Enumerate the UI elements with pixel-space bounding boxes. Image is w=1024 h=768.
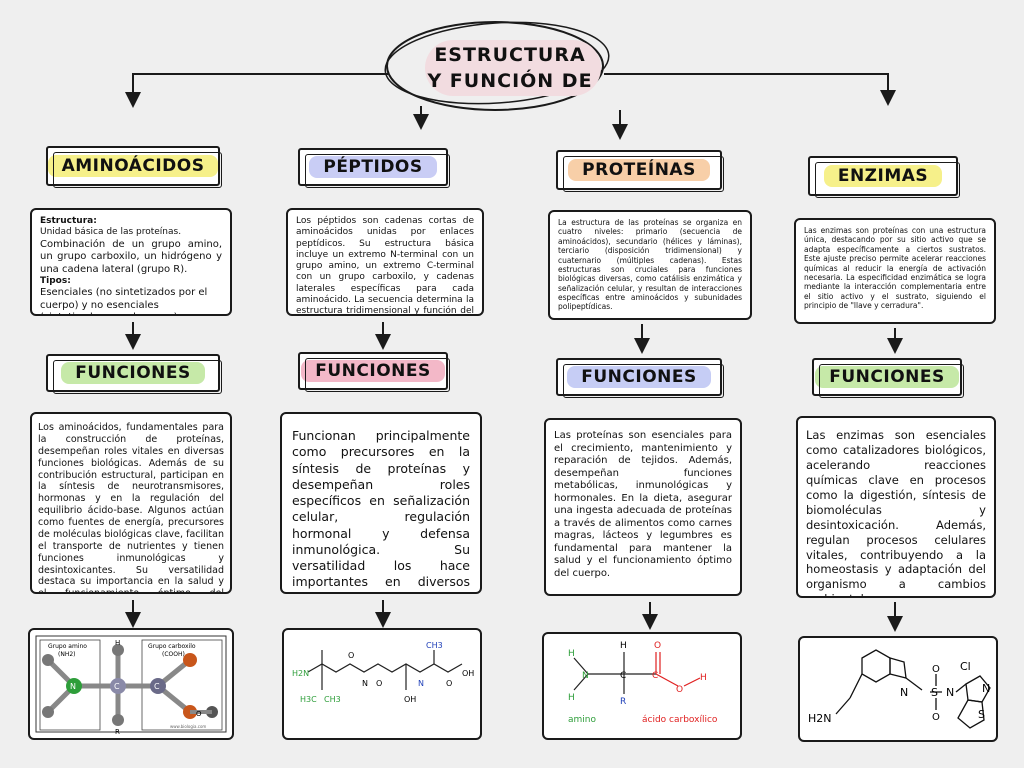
aminoacid-image: Grupo amino (NH2) Grupo carboxilo (COOH)… [28, 628, 234, 740]
img-peptide-o-3: O [446, 679, 452, 688]
img-h-atom: H [115, 639, 120, 647]
img-peptide-oh-2: OH [404, 695, 416, 704]
img-o-atom: O [196, 710, 202, 718]
proteinas-functions-box: Las proteínas son esenciales para el cre… [544, 418, 742, 596]
header-funciones-2: FUNCIONES [298, 352, 450, 392]
page-title: ESTRUCTURA Y FUNCIÓN DE [420, 42, 600, 94]
enzimas-functions-text: Las enzimas son esenciales como cataliza… [806, 428, 986, 596]
img-peptide-h2n: H2N [292, 669, 309, 678]
peptidos-functions-box: Funcionan principalmente como precursore… [280, 412, 482, 594]
types-label: Tipos: [40, 276, 71, 286]
header-funciones-3-label: FUNCIONES [567, 366, 711, 388]
enzyme-structure-diagram: H2N N S O O N N S Cl [808, 649, 991, 729]
img-peptide-oh-1: OH [462, 669, 474, 678]
header-funciones-4: FUNCIONES [812, 358, 964, 398]
img-enzyme-s-1: S [931, 686, 938, 699]
header-peptidos: PÉPTIDOS [298, 148, 450, 188]
img-protein-amino-label: amino [568, 715, 596, 725]
header-funciones-3: FUNCIONES [556, 358, 724, 398]
img-peptide-ch3-2: CH3 [426, 641, 443, 650]
img-enzyme-n-2: N [946, 686, 954, 699]
img-protein-c-2: C [652, 671, 658, 681]
header-proteinas-label: PROTEÍNAS [568, 159, 710, 181]
img-enzyme-n-1: N [900, 686, 908, 699]
header-funciones-2-label: FUNCIONES [301, 360, 445, 382]
enzimas-structure-text: Las enzimas son proteínas con una estruc… [804, 226, 986, 310]
aminoacidos-functions-text: Los aminoácidos, fundamentales para la c… [38, 422, 224, 594]
structure-label: Estructura: [40, 216, 97, 226]
peptide-structure-diagram: H2N H3C CH3 CH3 OH OH O O O N N [292, 641, 474, 704]
img-carboxyl-formula: (COOH) [162, 651, 185, 658]
protein-image: H N H H C R C O O H amino ácido carboxíl… [542, 632, 742, 740]
img-peptide-ch3-1: CH3 [324, 695, 341, 704]
img-enzyme-s-2: S [978, 708, 985, 721]
img-r-group: R [115, 728, 120, 736]
page-title-line1: ESTRUCTURA [434, 44, 586, 66]
header-funciones-1: FUNCIONES [46, 354, 222, 394]
img-enzyme-o-1: O [932, 664, 940, 675]
proteinas-functions-text: Las proteínas son esenciales para el cre… [554, 430, 732, 579]
img-peptide-n-1: N [362, 679, 368, 688]
aminoacidos-structure-box: Estructura: Unidad básica de las proteín… [30, 208, 232, 316]
img-peptide-n-2: N [418, 679, 424, 688]
img-protein-c-1: C [620, 671, 626, 681]
img-peptide-o-2: O [376, 679, 382, 688]
img-enzyme-o-2: O [932, 712, 940, 723]
img-protein-acid-label: ácido carboxílico [642, 715, 718, 725]
header-peptidos-label: PÉPTIDOS [309, 156, 437, 178]
enzimas-functions-box: Las enzimas son esenciales como cataliza… [796, 416, 996, 598]
protein-structure-diagram: H N H H C R C O O H amino ácido carboxíl… [568, 641, 718, 725]
peptidos-structure-box: Los péptidos son cadenas cortas de amino… [286, 208, 484, 316]
header-funciones-1-label: FUNCIONES [61, 362, 205, 384]
img-enzyme-n-3: N [982, 682, 990, 695]
img-protein-h-2: H [568, 693, 575, 703]
img-protein-o-2: O [676, 685, 683, 695]
img-c-atom: C [114, 682, 120, 691]
img-protein-h-1: H [568, 649, 575, 659]
img-amino-formula: (NH2) [58, 651, 76, 658]
proteinas-structure-box: La estructura de las proteínas se organi… [548, 210, 752, 320]
img-carboxyl-label: Grupo carboxilo [148, 643, 196, 650]
img-n-atom: N [70, 682, 76, 691]
structure-line1: Unidad básica de las proteínas. [40, 227, 182, 238]
enzyme-image: H2N N S O O N N S Cl [798, 636, 998, 742]
header-aminoacidos-label: AMINOÁCIDOS [47, 155, 219, 177]
img-protein-o-1: O [654, 641, 661, 651]
img-credit: www.biologia.com [170, 724, 206, 729]
img-protein-n: N [582, 671, 589, 681]
header-enzimas-label: ENZIMAS [823, 165, 943, 187]
proteinas-structure-text: La estructura de las proteínas se organi… [558, 218, 742, 312]
header-proteinas: PROTEÍNAS [556, 150, 724, 192]
img-protein-h-4: H [700, 673, 707, 683]
title-blob [425, 40, 601, 96]
img-peptide-o-1: O [348, 651, 354, 660]
types-text: Esenciales (no sintetizados por el cuerp… [40, 287, 208, 314]
img-protein-r: R [620, 697, 626, 707]
header-funciones-4-label: FUNCIONES [815, 366, 959, 388]
aminoacid-structure-diagram: Grupo amino (NH2) Grupo carboxilo (COOH)… [35, 635, 227, 736]
img-enzyme-cl: Cl [960, 660, 971, 673]
img-amino-label: Grupo amino [48, 643, 87, 650]
page-title-line2: Y FUNCIÓN DE [427, 70, 593, 92]
enzimas-structure-box: Las enzimas son proteínas con una estruc… [794, 218, 996, 324]
img-peptide-h3c: H3C [300, 695, 317, 704]
peptidos-structure-text: Los péptidos son cadenas cortas de amino… [296, 216, 474, 316]
peptide-image: H2N H3C CH3 CH3 OH OH O O O N N [282, 628, 482, 740]
header-enzimas: ENZIMAS [808, 156, 960, 198]
peptidos-functions-text: Funcionan principalmente como precursore… [292, 428, 470, 592]
aminoacidos-functions-box: Los aminoácidos, fundamentales para la c… [30, 412, 232, 594]
img-enzyme-h2n: H2N [808, 712, 832, 725]
img-protein-h-3: H [620, 641, 627, 651]
img-c2-atom: C [154, 682, 160, 691]
header-aminoacidos: AMINOÁCIDOS [46, 146, 222, 188]
structure-line2: Combinación de un grupo amino, un grupo … [40, 238, 222, 275]
